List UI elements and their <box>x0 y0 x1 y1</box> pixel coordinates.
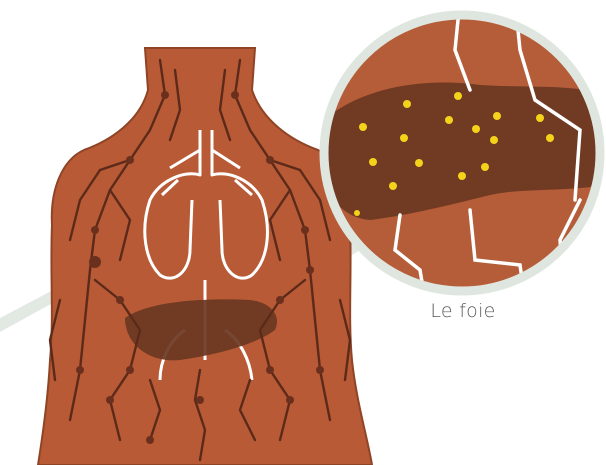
liver-label: Le foie <box>398 300 528 322</box>
magnifier-lens <box>324 0 606 300</box>
body-silhouette <box>38 48 372 465</box>
